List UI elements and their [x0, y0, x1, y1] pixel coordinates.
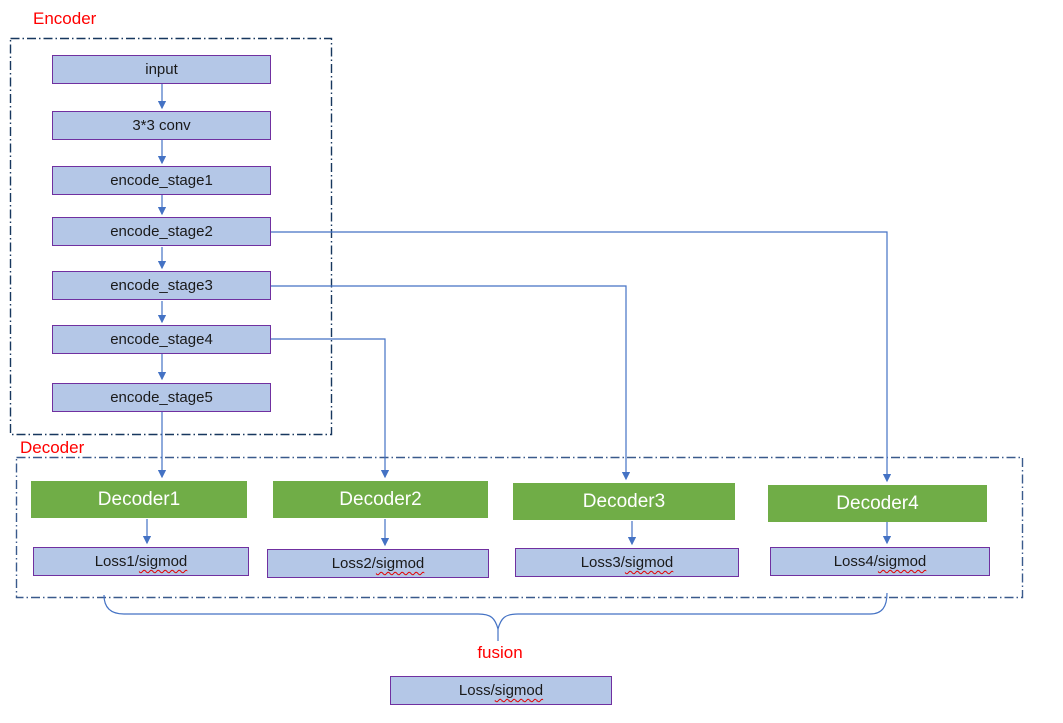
stage-box-encode-stage3: encode_stage3: [52, 271, 271, 300]
fusion-loss-label: Loss/: [458, 682, 495, 699]
loss4-sigmod-word: sigmod: [877, 553, 927, 570]
fusion-loss-sigmod-word: sigmod: [494, 682, 544, 699]
stage-box-encode-stage5: encode_stage5: [52, 383, 271, 412]
arrow-stage2-decoder4: [271, 231, 892, 483]
loss4-box: Loss4/sigmod: [770, 547, 990, 576]
fusion-brace: [103, 592, 888, 632]
loss3-label: Loss3/: [580, 554, 625, 571]
loss1-sigmod-word: sigmod: [138, 553, 188, 570]
arrow-stage3-decoder3: [271, 285, 631, 481]
stage-box-encode-stage1: encode_stage1: [52, 166, 271, 195]
loss4-label: Loss4/: [833, 553, 878, 570]
stage-box-input: input: [52, 55, 271, 84]
loss3-box: Loss3/sigmod: [515, 548, 739, 577]
loss1-label: Loss1/: [94, 553, 139, 570]
stage-box-conv: 3*3 conv: [52, 111, 271, 140]
decoder3-box: Decoder3: [513, 483, 735, 520]
decoder4-box: Decoder4: [768, 485, 987, 522]
fusion-loss-box: Loss/sigmod: [390, 676, 612, 705]
decoder1-box: Decoder1: [31, 481, 247, 518]
loss1-box: Loss1/sigmod: [33, 547, 249, 576]
arrow-stage4-decoder2: [271, 338, 390, 479]
decoder-section-label: Decoder: [20, 438, 85, 457]
stage-box-encode-stage4: encode_stage4: [52, 325, 271, 354]
stage-box-encode-stage2: encode_stage2: [52, 217, 271, 246]
loss2-sigmod-word: sigmod: [375, 555, 425, 572]
fusion-section-label: fusion: [477, 643, 523, 662]
encoder-section-label: Encoder: [33, 9, 97, 28]
decoder2-box: Decoder2: [273, 481, 488, 518]
loss2-box: Loss2/sigmod: [267, 549, 489, 578]
loss2-label: Loss2/: [331, 555, 376, 572]
loss3-sigmod-word: sigmod: [624, 554, 674, 571]
